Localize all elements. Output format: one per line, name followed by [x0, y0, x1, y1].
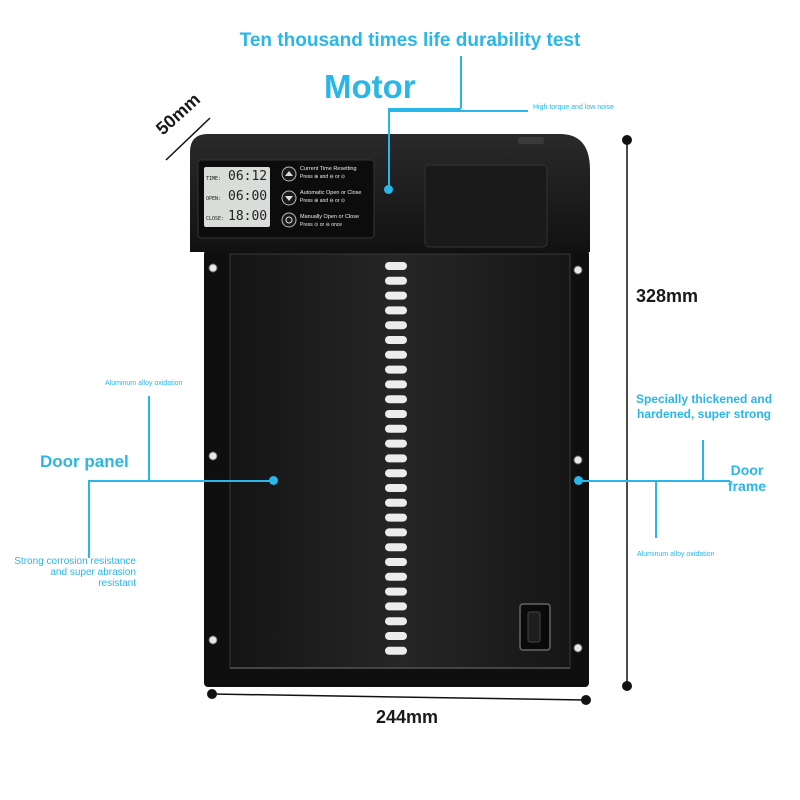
- lcd-row: CLOSE:18:00: [206, 209, 268, 229]
- lcd-row: TIME: 06:12: [206, 169, 268, 189]
- vent-slot: [385, 646, 407, 655]
- vent-slot: [385, 572, 407, 581]
- vent-slot: [385, 365, 407, 374]
- instruction-title: Current Time Resetting: [300, 166, 357, 172]
- headline: Ten thousand times life durability test: [239, 30, 581, 51]
- door-frame-title-text: Door frame: [727, 462, 767, 494]
- door-panel-note-bottom-text: Strong corrosion resistance and super ab…: [14, 556, 136, 589]
- door-panel-note-top: Aluminum alloy oxidation: [105, 380, 183, 387]
- door-frame-callout-dot: [574, 476, 583, 485]
- vent-slot: [385, 602, 407, 611]
- vent-slot: [385, 587, 407, 596]
- vent-slot: [385, 513, 407, 522]
- instruction-sub: Press ⊙ or ⊖ once: [300, 222, 343, 228]
- vent-slot: [385, 632, 407, 640]
- width-label: 244mm: [376, 707, 439, 727]
- lcd-screen: [204, 167, 270, 227]
- vent-slot: [385, 528, 407, 537]
- lcd-row-value: 18:00: [228, 209, 268, 224]
- instruction-title: Automatic Open or Close: [300, 190, 362, 196]
- vent-slot: [385, 617, 407, 626]
- height-label: 328mm: [636, 286, 699, 306]
- vent-slot: [385, 262, 407, 270]
- door-panel-title: Door panel: [40, 452, 129, 471]
- vent-slot: [385, 469, 407, 478]
- lcd-row: OPEN: 06:00: [206, 189, 268, 209]
- set-button-icon: [281, 212, 297, 228]
- vent-slot: [385, 380, 407, 389]
- battery-compartment: [424, 164, 548, 248]
- vent-slot: [385, 291, 407, 300]
- lcd-row-label: CLOSE:: [206, 216, 225, 222]
- lcd-row-value: 06:12: [228, 169, 268, 184]
- door-frame-note-top: Specially thickened and hardened, super …: [634, 392, 774, 422]
- width-dimension-line: [211, 693, 587, 701]
- vent-slot: [385, 306, 407, 315]
- vent-slot: [385, 424, 407, 433]
- motor-title: Motor: [324, 68, 416, 105]
- ventilation-slots: [385, 262, 407, 655]
- instruction-sub: Press ⊕ and ⊖ or ⊙: [300, 198, 346, 204]
- vent-slot: [385, 350, 407, 359]
- depth-dimension-line: [165, 117, 211, 161]
- instruction-sub: Press ⊕ and ⊖ or ⊙: [300, 174, 346, 180]
- lcd-row-label: OPEN:: [206, 196, 222, 202]
- vent-slot: [385, 543, 407, 552]
- vent-slot: [385, 498, 407, 507]
- door-frame-note-top-text: Specially thickened and hardened, super …: [635, 392, 773, 421]
- vent-slot: [385, 321, 407, 330]
- door-frame-title: Door frame: [712, 462, 782, 494]
- lcd-row-label: TIME:: [206, 176, 222, 182]
- lcd-row-value: 06:00: [228, 189, 268, 204]
- vent-slot: [385, 276, 407, 285]
- vent-slot: [385, 439, 407, 448]
- vent-slot: [385, 336, 407, 344]
- vent-slot: [385, 454, 407, 463]
- door-frame-note-bottom: Aluminum alloy oxidation: [637, 551, 715, 558]
- vent-slot: [385, 410, 407, 418]
- motor-note: High torque and low noise: [533, 104, 614, 111]
- vent-slot: [385, 395, 407, 404]
- vent-slot: [385, 484, 407, 492]
- motor-callout-dot: [384, 185, 393, 194]
- instruction-title: Manually Open or Close: [300, 214, 360, 220]
- vent-slot: [385, 558, 407, 566]
- door-panel-note-bottom: Strong corrosion resistance and super ab…: [14, 556, 136, 589]
- door-panel-callout-dot: [269, 476, 278, 485]
